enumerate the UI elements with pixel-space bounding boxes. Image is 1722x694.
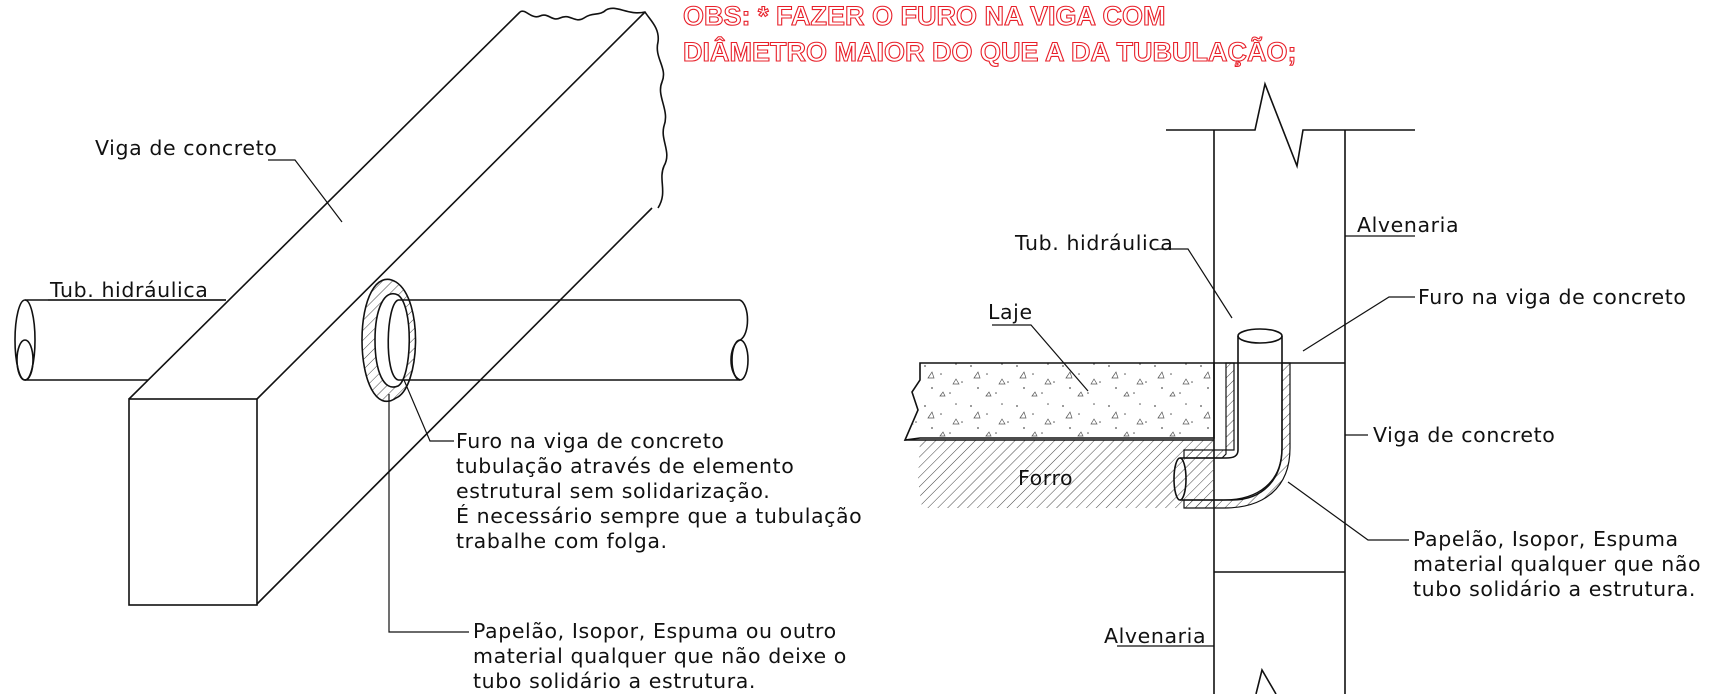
leader-furo-right	[1302, 296, 1415, 352]
label-furo-line-5: trabalhe com folga.	[456, 529, 668, 553]
label-furo-line-4: É necessário sempre que a tubulação	[456, 503, 862, 528]
leader-viga	[268, 159, 343, 223]
right-pipe-left-end	[387, 299, 399, 381]
slab-concrete	[903, 362, 1215, 441]
beam-top-edge-right	[256, 11, 646, 400]
right-section-detail	[903, 81, 1415, 694]
label-furo-right: Furo na viga de concreto	[1418, 285, 1686, 309]
label-laje: Laje	[988, 300, 1033, 324]
bottom-break-symbol	[1255, 667, 1277, 694]
label-papelao-left-3: tubo solidário a estrutura.	[473, 669, 756, 693]
leader-laje	[992, 324, 1089, 392]
sleeve-hatched	[1183, 362, 1235, 459]
hole-sleeve-hatched	[361, 278, 417, 402]
label-papelao-right-2: material qualquer que não	[1413, 552, 1701, 576]
label-tub-hidraulica-left: Tub. hidráulica	[49, 278, 208, 302]
label-alvenaria-top: Alvenaria	[1357, 213, 1459, 237]
obs-note-line-1: OBS: * FAZER O FURO NA VIGA COM	[683, 1, 1166, 31]
left-isometric-detail	[14, 7, 749, 633]
right-pipe-body	[398, 299, 740, 381]
label-viga-concreto-right: Viga de concreto	[1373, 423, 1555, 447]
beam-break-line	[519, 7, 668, 209]
label-papelao-left-2: material qualquer que não deixe o	[473, 644, 847, 668]
label-viga-concreto-left: Viga de concreto	[95, 136, 277, 160]
leader-tub-right	[1158, 248, 1233, 319]
label-furo-line-2: tubulação através de elemento	[456, 454, 794, 478]
right-pipe-end-inner	[731, 339, 749, 381]
leader-papelao	[388, 394, 469, 633]
label-forro: Forro	[1018, 466, 1073, 490]
label-alvenaria-bottom: Alvenaria	[1104, 624, 1206, 648]
beam-bottom-edge	[256, 207, 653, 605]
label-furo-line-1: Furo na viga de concreto	[456, 429, 724, 453]
beam-top-edge-left	[128, 11, 521, 400]
pipe-elbow-outer	[1180, 447, 1283, 501]
label-papelao-left-1: Papelão, Isopor, Espuma ou outro	[473, 619, 837, 643]
obs-note-line-2: DIÂMETRO MAIOR DO QUE A DA TUBULAÇÃO;	[683, 36, 1296, 67]
pipe-horizontal-end	[1173, 457, 1187, 501]
top-break-symbol	[1166, 81, 1415, 169]
pipe-top-opening	[1237, 328, 1283, 344]
label-papelao-right-3: tubo solidário a estrutura.	[1413, 577, 1696, 601]
left-pipe-end-inner	[16, 339, 34, 381]
label-tub-hidraulica-right: Tub. hidráulica	[1014, 231, 1173, 255]
ceiling-hatched	[918, 440, 1214, 508]
leader-furo	[403, 379, 454, 442]
beam-front-face	[128, 398, 258, 606]
leader-papelao-right	[1287, 481, 1409, 541]
pipe-elbow-inner	[1180, 449, 1239, 459]
label-furo-line-3: estrutural sem solidarização.	[456, 479, 770, 503]
left-pipe-body	[25, 299, 226, 381]
label-papelao-right-1: Papelão, Isopor, Espuma	[1413, 527, 1679, 551]
